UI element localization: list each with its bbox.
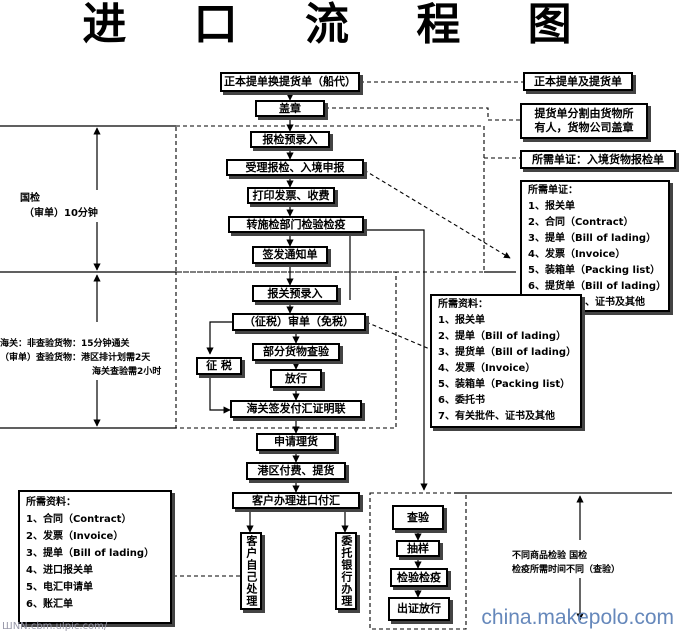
list-item: 3、提货单（Bill of lading） [438, 347, 577, 358]
list-item: 4、进口报关单 [26, 565, 93, 576]
note-bl-split-line2: 有人，货物公司盖章 [534, 121, 634, 134]
box-issue-release: 出证放行 [388, 597, 450, 621]
list-item: 6、账汇单 [26, 599, 73, 610]
watermark: china.makepolo.com [481, 606, 674, 629]
box-apply-pickup: 申请理货 [256, 433, 336, 451]
box-issue-notice: 签发通知单 [252, 246, 328, 264]
list-inspection-docs: 所需单证： 1、报关单 2、合同（Contract） 3、提单（Bill of … [520, 180, 670, 312]
box-tax-review: （征税）审单（免税） [232, 313, 366, 331]
list-item: 1、合同（Contract） [26, 514, 132, 525]
side-note-inspection-label: 国检 [20, 193, 40, 204]
list-item: 2、合同（Contract） [528, 217, 634, 228]
list-customs-docs: 所需资料： 1、报关单 2、提单（Bill of lading） 3、提货单（B… [430, 294, 582, 428]
list-item: 1、报关单 [528, 201, 575, 212]
box-release: 放行 [270, 369, 322, 388]
watermark-secondary: ШNN.cbm.ulpic.com/ [2, 621, 108, 632]
list-item: 5、装箱单（Packing list） [528, 265, 661, 276]
box-original-bill-of-lading: 正本提单换提货单（船代） [220, 72, 360, 92]
side-note-customs-line2: （审单）查验货物：港区排计划需2天 [0, 353, 151, 363]
box-partial-inspection: 部分货物查验 [252, 343, 340, 361]
note-original-bl-docs: 正本提单及提货单 [523, 72, 633, 91]
list-item: 6、提货单（Bill of lading） [528, 281, 667, 292]
box-print-invoice: 打印发票、收费 [247, 187, 335, 204]
side-note-customs-line3: 海关查验需2小时 [92, 367, 162, 377]
box-stamp: 盖章 [255, 100, 325, 117]
list-payment-docs: 所需资料： 1、合同（Contract） 2、发票（Invoice） 3、提单（… [18, 490, 172, 624]
box-transfer-quarantine: 转施检部门检验检疫 [228, 216, 364, 233]
list-heading: 所需单证： [528, 185, 578, 196]
side-note-quarantine-line2: 检疫所需时间不同（查验） [512, 565, 621, 575]
box-accept-inspection: 受理报检、入境申报 [226, 159, 364, 176]
box-customs-sign: 海关签发付汇证明联 [230, 400, 362, 418]
list-item: 2、发票（Invoice） [26, 531, 124, 542]
box-test-quarantine: 检验检疫 [390, 568, 448, 587]
side-note-customs-line1: 海关：非查验货物：15分钟通关 [0, 339, 130, 349]
list-item: 3、提单（Bill of lading） [528, 233, 657, 244]
box-check: 查验 [392, 505, 444, 530]
note-required-docs: 所需单证：入境货物报检单 [520, 150, 676, 169]
box-levy-tax: 征 税 [196, 357, 242, 375]
page-title: 进 口 流 程 图 [82, 0, 598, 50]
side-note-quarantine-line1: 不同商品检验 国检 [512, 551, 588, 561]
list-item: 6、委托书 [438, 395, 485, 406]
list-heading: 所需资料： [438, 299, 488, 310]
box-sample: 抽样 [396, 540, 440, 557]
box-customs-prerecord: 报关预录入 [252, 285, 338, 302]
list-item: 4、发票（Invoice） [438, 363, 536, 374]
box-port-pay: 港区付费、提货 [246, 462, 346, 480]
list-item: 5、装箱单（Packing list） [438, 379, 571, 390]
list-item: 3、提单（Bill of lading） [26, 548, 155, 559]
list-item: 1、报关单 [438, 315, 485, 326]
box-self-handle: 客户自己处理 [240, 532, 262, 610]
list-heading: 所需资料： [26, 497, 76, 508]
side-note-inspection-time: （审单）10分钟 [24, 208, 98, 219]
box-inspection-prerecord: 报检预录入 [250, 131, 330, 148]
list-item: 7、有关批件、证书及其他 [438, 411, 555, 422]
note-bl-split: 提货单分割由货物所 有人，货物公司盖章 [520, 103, 648, 139]
list-item: 5、电汇申请单 [26, 582, 93, 593]
list-item: 4、发票（Invoice） [528, 249, 626, 260]
list-item: 7、有关批件、证书及其他 [528, 297, 645, 308]
box-client-payment: 客户办理进口付汇 [232, 492, 360, 509]
list-item: 2、提单（Bill of lading） [438, 331, 567, 342]
box-bank-handle: 委托银行办理 [335, 532, 357, 610]
note-bl-split-line1: 提货单分割由货物所 [534, 107, 634, 121]
